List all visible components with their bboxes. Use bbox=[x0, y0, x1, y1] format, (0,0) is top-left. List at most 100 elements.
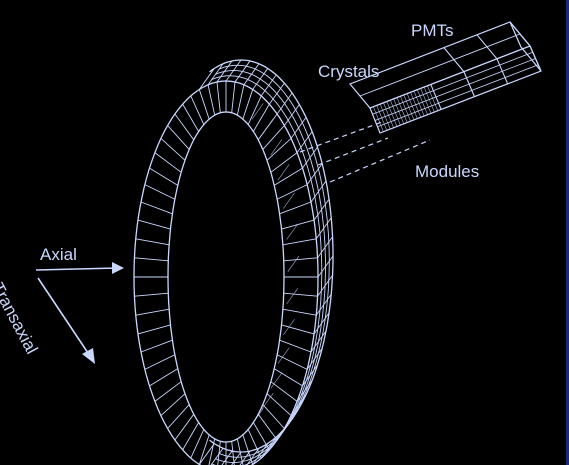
ring-module-divider bbox=[160, 138, 186, 161]
ring-module-divider bbox=[236, 438, 244, 465]
axial-arrowhead bbox=[112, 262, 124, 274]
ring-module-divider bbox=[149, 167, 179, 186]
ring-module-divider bbox=[190, 429, 205, 459]
ring-module-divider bbox=[134, 292, 169, 297]
ring-module-edge bbox=[290, 394, 307, 416]
ring-module-edge bbox=[317, 236, 333, 259]
ring-module-divider bbox=[262, 125, 285, 150]
ring-module-divider bbox=[135, 308, 170, 316]
frame-edge bbox=[566, 0, 569, 465]
module-top-divider bbox=[359, 33, 521, 97]
ring-module-edge bbox=[310, 180, 327, 203]
ring-module-divider bbox=[154, 381, 182, 402]
ring-module-edge bbox=[231, 451, 242, 465]
ring-module-edge bbox=[269, 82, 285, 105]
ring-module-edge bbox=[269, 428, 285, 451]
ring-module-edge bbox=[296, 380, 313, 402]
ring-module-divider bbox=[167, 404, 190, 429]
ring-module-edge bbox=[243, 63, 260, 86]
ring-module-divider bbox=[279, 201, 312, 215]
ring-module-divider bbox=[273, 167, 303, 186]
ring-module-edge bbox=[207, 63, 224, 86]
inner-bore-line bbox=[286, 287, 299, 305]
ring-module-edge bbox=[315, 293, 332, 316]
ring-module-divider bbox=[242, 89, 254, 120]
ring-module-edge bbox=[306, 163, 323, 185]
ring-module-edge bbox=[302, 364, 318, 387]
module-callout-lines bbox=[299, 121, 431, 183]
ring-module-edge bbox=[198, 68, 215, 90]
ring-module-divider bbox=[231, 81, 236, 113]
inner-bore-line bbox=[283, 192, 295, 209]
ring-module-divider bbox=[137, 219, 171, 230]
ring-module-divider bbox=[247, 429, 262, 459]
ring-axial-division bbox=[218, 64, 330, 458]
ring-module-edge bbox=[306, 348, 323, 370]
ring-module-divider bbox=[279, 339, 312, 353]
detector-module bbox=[349, 21, 542, 134]
ring-module-edge bbox=[239, 450, 251, 465]
ring-module-edge bbox=[225, 59, 242, 82]
ring-module-divider bbox=[231, 441, 235, 465]
ring-module-divider bbox=[282, 238, 317, 246]
ring-module-divider bbox=[276, 354, 308, 370]
axial-label: Axial bbox=[40, 245, 77, 264]
ring-module-divider bbox=[270, 381, 298, 402]
ring-module-edge bbox=[313, 198, 330, 221]
ring-front-inner-edge bbox=[167, 111, 285, 443]
ring-module-divider bbox=[266, 393, 292, 416]
ring-module-divider bbox=[137, 324, 171, 335]
inner-bore-line bbox=[251, 103, 264, 120]
ring-module-divider bbox=[281, 219, 315, 230]
ring-module-edge bbox=[216, 60, 233, 83]
detector-ring bbox=[133, 59, 334, 465]
ring-module-edge bbox=[296, 131, 313, 153]
ring-module-divider bbox=[281, 324, 315, 335]
ring-module-divider bbox=[174, 413, 195, 441]
transaxial-arrowhead bbox=[82, 348, 95, 364]
inner-bore-line bbox=[286, 223, 299, 240]
crystal-pmt-boundary bbox=[430, 84, 442, 110]
ring-module-divider bbox=[140, 339, 173, 353]
ring-module-edge bbox=[246, 447, 260, 465]
ring-module-divider bbox=[276, 184, 308, 200]
ring-module-divider bbox=[190, 95, 205, 125]
module-callout-line bbox=[329, 139, 431, 183]
ring-module-edge bbox=[221, 450, 233, 465]
ring-module-divider bbox=[283, 257, 318, 262]
ring-module-edge bbox=[317, 255, 334, 278]
ring-module-divider bbox=[283, 292, 318, 297]
ring-module-divider bbox=[252, 103, 270, 132]
ring-module-divider bbox=[154, 152, 182, 173]
ring-module-divider bbox=[270, 152, 298, 173]
axial-arrow-line bbox=[35, 267, 119, 271]
ring-module-edge bbox=[310, 330, 327, 353]
inner-bore-line bbox=[270, 372, 283, 389]
ring-module-divider bbox=[174, 113, 195, 141]
crystal-row-divider bbox=[372, 51, 533, 115]
ring-module-divider bbox=[217, 441, 221, 465]
transaxial-arrow-line bbox=[37, 277, 91, 357]
inner-bore-line bbox=[277, 347, 290, 364]
ring-module-edge bbox=[260, 74, 277, 97]
ring-module-divider bbox=[134, 257, 169, 262]
ring-module-divider bbox=[257, 113, 278, 141]
ring-module-edge bbox=[302, 146, 318, 169]
ring-module-divider bbox=[236, 84, 245, 116]
pmts-label: PMTs bbox=[411, 21, 454, 40]
ring-module-divider bbox=[182, 422, 200, 451]
ring-module-divider bbox=[216, 81, 221, 113]
inner-bore-line bbox=[270, 139, 283, 156]
ring-axial-division bbox=[215, 70, 326, 463]
ring-module-divider bbox=[135, 238, 170, 246]
ring-module-edge bbox=[276, 92, 293, 115]
module-callout-line bbox=[299, 121, 383, 153]
modules-label: Modules bbox=[415, 162, 480, 181]
inner-bore-line bbox=[277, 164, 290, 181]
module-callout-line bbox=[317, 137, 389, 166]
ring-module-divider bbox=[144, 354, 176, 370]
pmt-divider bbox=[463, 71, 475, 97]
ring-module-divider bbox=[207, 84, 216, 116]
crystal-row-divider bbox=[377, 64, 539, 128]
